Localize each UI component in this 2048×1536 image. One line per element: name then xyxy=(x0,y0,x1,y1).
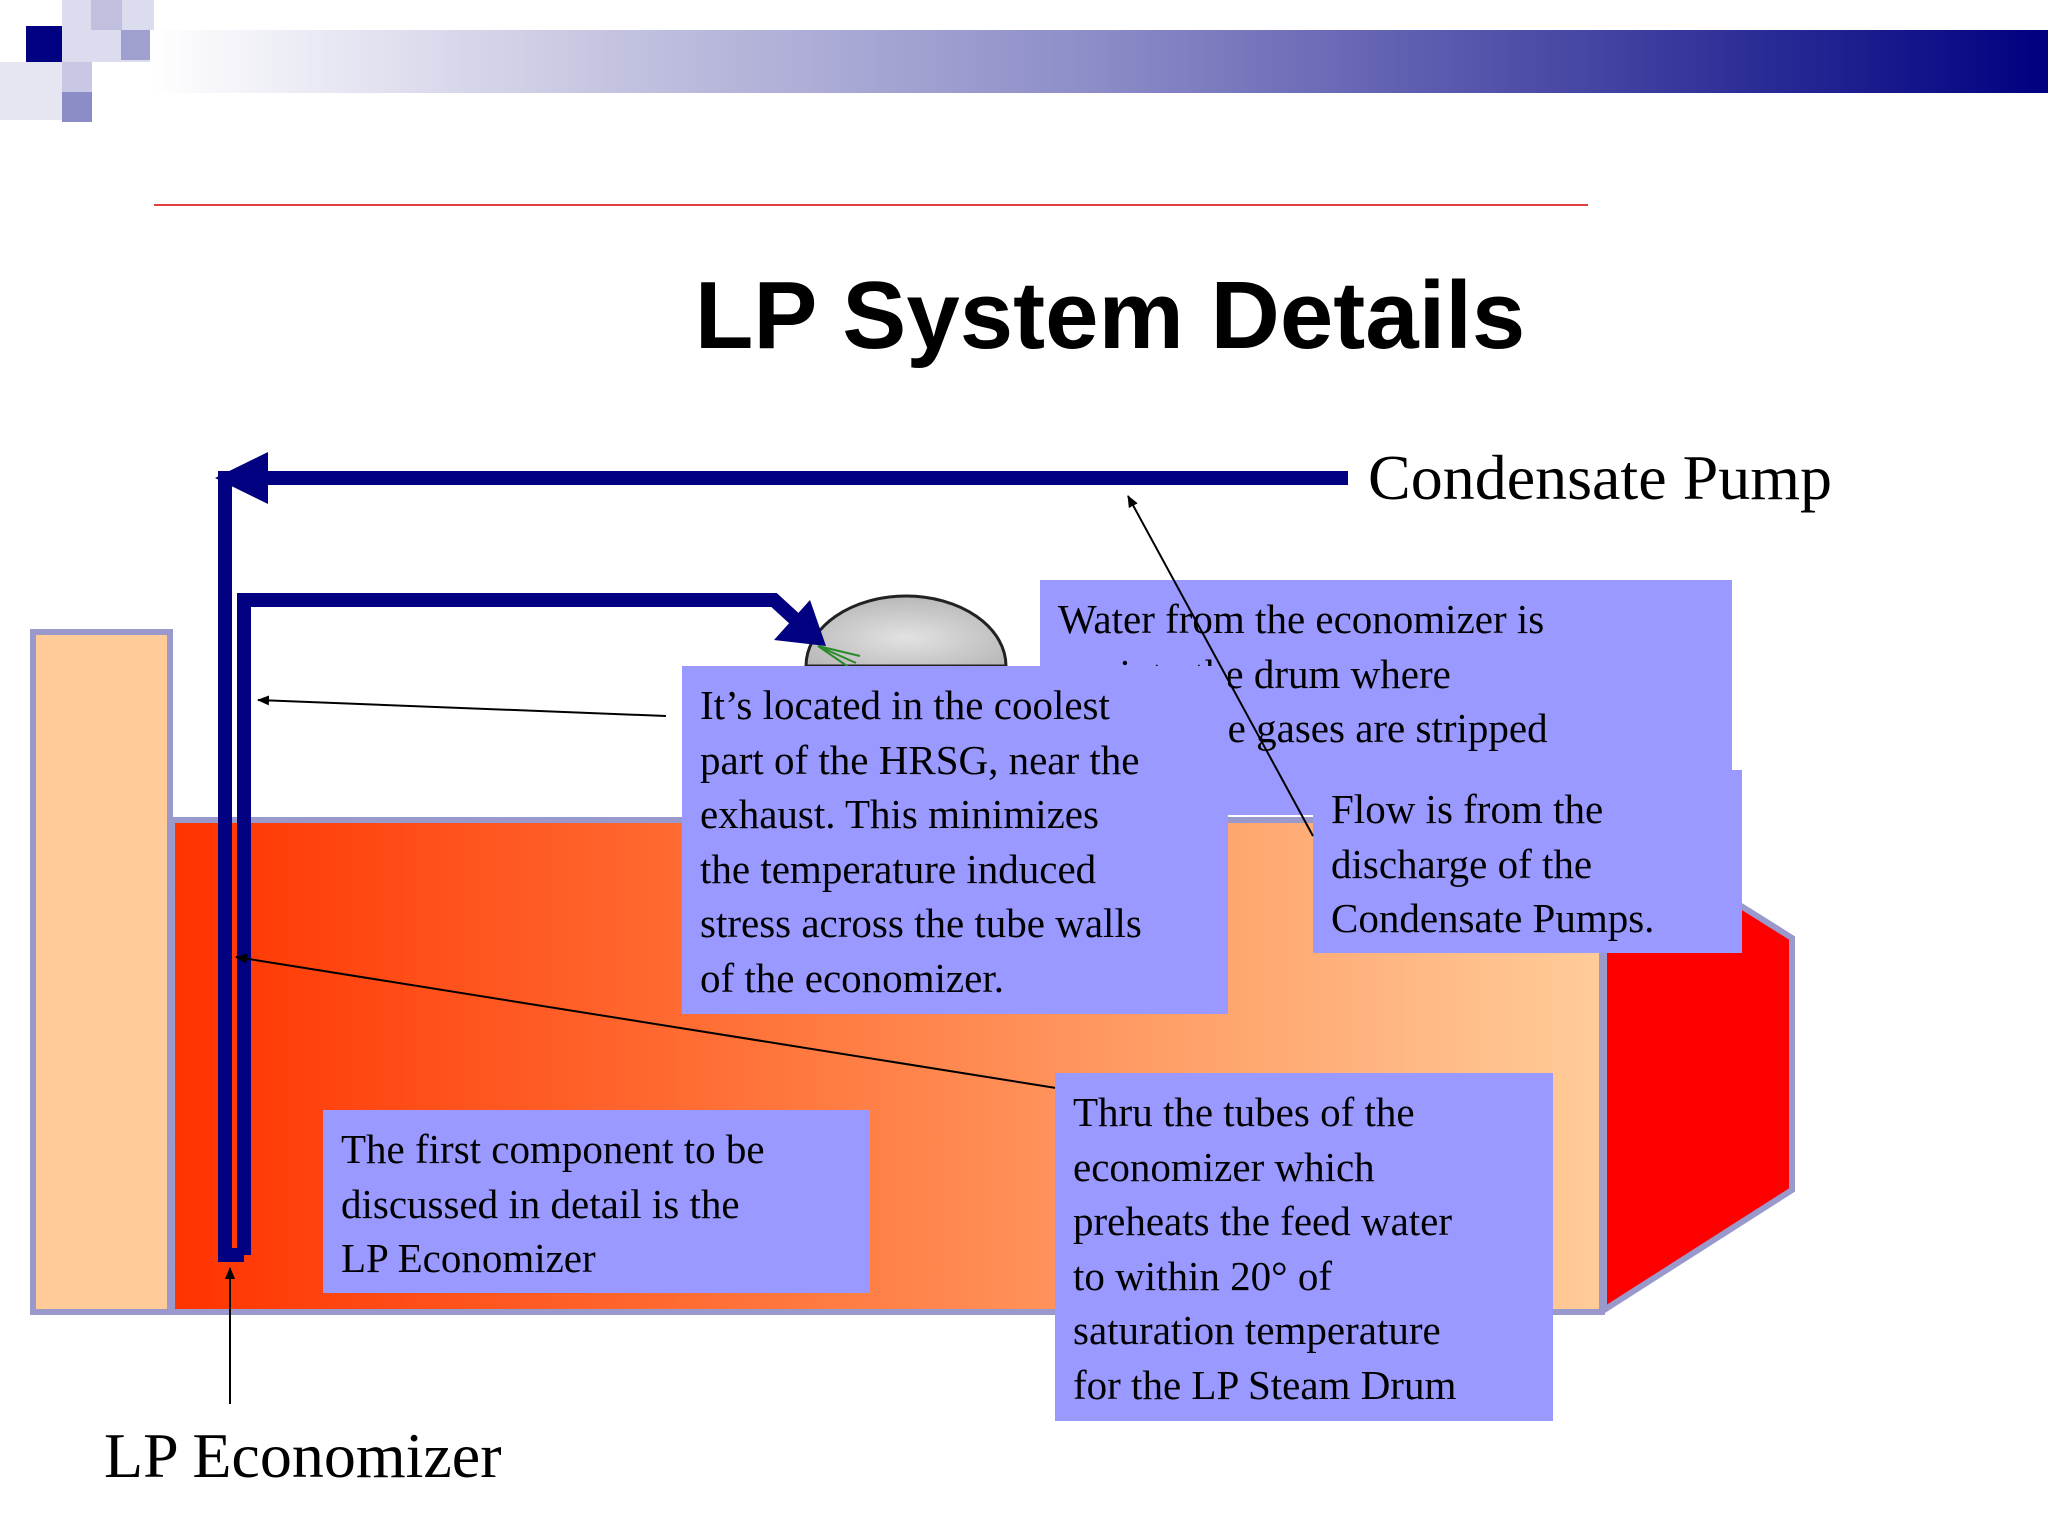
callout-location-line-3: exhaust. This minimizes xyxy=(700,791,1099,837)
callout-drum-line-1: Water from the economizer is xyxy=(1058,596,1545,642)
callout-location-line-4: the temperature induced xyxy=(700,845,1097,892)
callout-location-line-2: part of the HRSG, near the xyxy=(700,736,1140,783)
callout-flow-line-3: Condensate Pumps. xyxy=(1331,895,1655,941)
callout-thru-line-6: for the LP Steam Drum xyxy=(1073,1361,1457,1408)
callout-thru-line-4: to within 20° of xyxy=(1073,1252,1332,1299)
callout-first-line-1: The first component to be xyxy=(341,1126,765,1172)
callout-thru-line-5: saturation temperature xyxy=(1073,1307,1441,1353)
corner-square-mid-3 xyxy=(62,92,92,122)
callout-thru-line-2: economizer which xyxy=(1073,1143,1375,1190)
slide-title: LP System Details xyxy=(694,262,1526,369)
callout-thru-line-1: Thru the tubes of the xyxy=(1073,1089,1415,1135)
economizer-outlet-pipe xyxy=(237,593,826,1255)
callout-location: It’s located in the coolest part of the … xyxy=(682,666,1228,1014)
corner-square-light-3 xyxy=(62,62,92,92)
title-rule xyxy=(154,204,1588,206)
callout-flow-line-1: Flow is from the xyxy=(1331,786,1604,832)
callout-thru-line-3: preheats the feed water xyxy=(1073,1198,1453,1244)
pointer-arrow-thru xyxy=(235,953,1057,1089)
header-banner xyxy=(150,30,2048,93)
corner-square-mid-2 xyxy=(121,30,151,60)
callout-location-line-1: It’s located in the coolest xyxy=(700,682,1110,728)
callout-first-line-3: LP Economizer xyxy=(341,1235,596,1281)
callout-first-component: The first component to be discussed in d… xyxy=(323,1110,870,1293)
pointer-arrow-location xyxy=(257,695,667,717)
corner-square-mid-1 xyxy=(91,0,122,30)
condensate-pump-label: Condensate Pump xyxy=(1368,442,1832,513)
lp-economizer-label: LP Economizer xyxy=(104,1420,502,1491)
callout-thru-tubes: Thru the tubes of the economizer which p… xyxy=(1055,1073,1553,1421)
callout-location-line-6: of the economizer. xyxy=(700,954,1004,1001)
callout-location-line-5: stress across the tube walls xyxy=(700,900,1142,946)
drum-water-lines xyxy=(817,645,861,669)
callout-flow: Flow is from the discharge of the Conden… xyxy=(1313,770,1742,953)
corner-square-dark xyxy=(26,26,62,62)
callout-flow-line-2: discharge of the xyxy=(1331,840,1593,887)
lp-steam-drum xyxy=(804,594,1008,668)
hrsg-stack xyxy=(30,629,173,1315)
callout-first-line-2: discussed in detail is the xyxy=(341,1180,740,1227)
